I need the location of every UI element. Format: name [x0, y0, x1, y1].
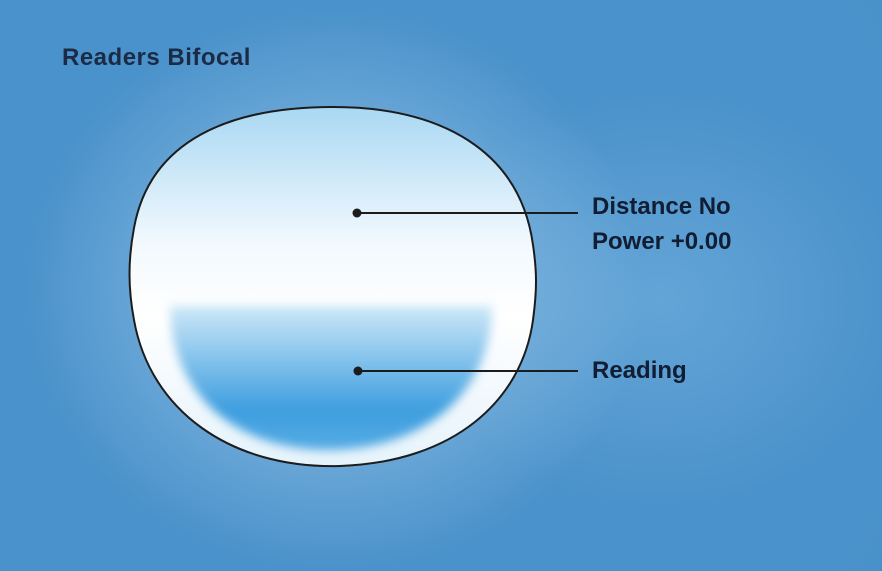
- reading-anchor-dot: [353, 366, 363, 376]
- reading-segment: [170, 306, 492, 450]
- distance-label-line2: Power +0.00: [592, 228, 732, 255]
- reading-label-line1: Reading: [592, 357, 687, 384]
- reading-label: Reading: [592, 353, 687, 388]
- distance-anchor-dot: [352, 208, 362, 218]
- distance-label-line1: Distance No: [592, 193, 731, 220]
- diagram-title: Readers Bifocal: [62, 44, 251, 71]
- distance-label: Distance No Power +0.00: [592, 189, 731, 259]
